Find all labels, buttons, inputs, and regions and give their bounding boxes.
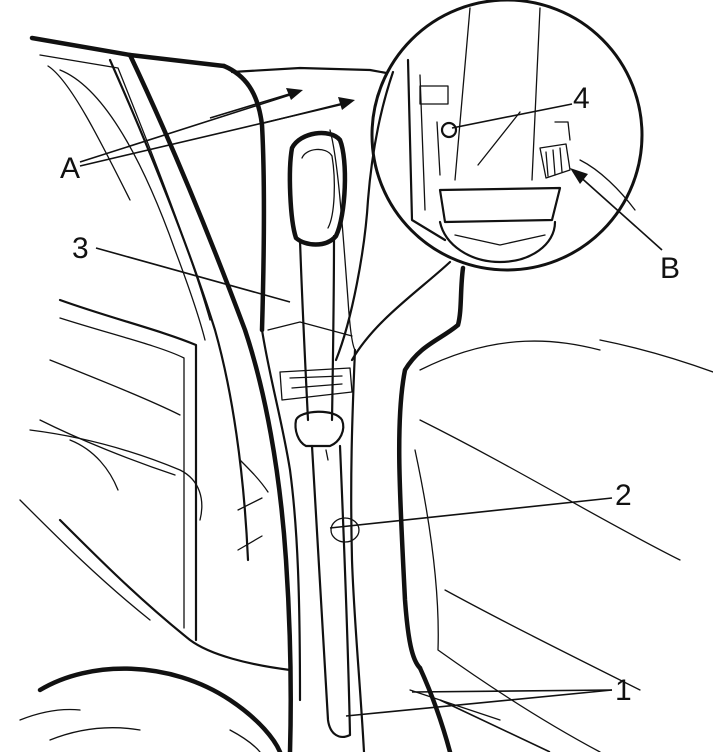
door-panel <box>19 298 292 752</box>
leader-a-2 <box>79 102 349 167</box>
leader-1c <box>439 699 551 752</box>
door-window-frame <box>29 35 394 752</box>
callout-1: 1 <box>615 674 632 707</box>
leader-3 <box>95 247 291 303</box>
leader-2 <box>329 497 613 529</box>
leader-4 <box>451 103 573 129</box>
leader-b <box>576 173 663 251</box>
arrow-b-head <box>570 168 588 184</box>
leader-lines <box>79 92 663 752</box>
leader-1b <box>345 689 613 717</box>
seat-belt-assembly <box>287 130 352 738</box>
callout-b: B <box>660 252 680 285</box>
callout-labels: A 3 4 B 2 1 <box>60 82 680 707</box>
callout-2: 2 <box>615 479 632 512</box>
leader-a-1 <box>79 92 297 163</box>
detail-magnifier <box>334 0 644 362</box>
b-pillar <box>237 129 366 752</box>
callout-3: 3 <box>72 232 89 265</box>
callout-a: A <box>60 152 80 185</box>
rear-door-area <box>396 265 713 752</box>
callout-4: 4 <box>573 82 590 115</box>
leader-1a <box>411 689 613 693</box>
